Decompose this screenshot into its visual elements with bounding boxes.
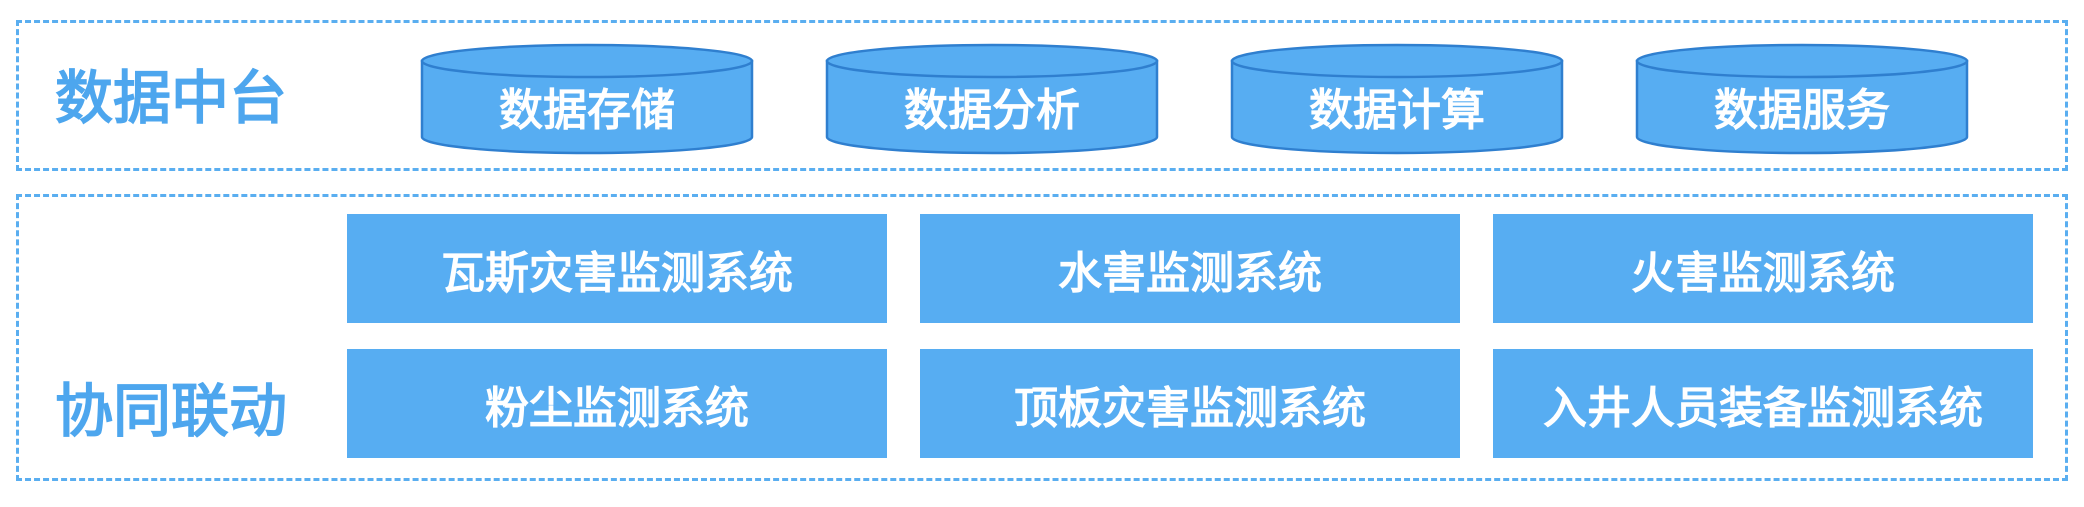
system-roof-hazard: 顶板灾害监测系统 (920, 349, 1460, 458)
data-middle-section: 数据中台 数据存储 数据分析 数据计算 数据服务 (16, 20, 2068, 171)
data-middle-title: 数据中台 (55, 64, 288, 132)
cylinder-label: 数据服务 (1714, 85, 1890, 136)
cylinder-shape (1635, 43, 1969, 155)
cylinder-shape (1230, 43, 1564, 155)
linkage-section: 协同联动 瓦斯灾害监测系统 水害监测系统 火害监测系统 粉尘监测系统 顶板灾害监… (16, 194, 2068, 481)
cylinder-data-compute: 数据计算 (1230, 43, 1564, 155)
system-personnel-equipment: 入井人员装备监测系统 (1493, 349, 2033, 458)
system-dust: 粉尘监测系统 (347, 349, 887, 458)
linkage-title: 协同联动 (55, 377, 288, 445)
cylinder-data-analysis: 数据分析 (825, 43, 1159, 155)
system-water-hazard: 水害监测系统 (920, 214, 1460, 323)
system-gas-hazard: 瓦斯灾害监测系统 (347, 214, 887, 323)
cylinder-label: 数据存储 (499, 85, 675, 136)
cylinder-data-service: 数据服务 (1635, 43, 1969, 155)
cylinder-shape (420, 43, 754, 155)
cylinder-label: 数据计算 (1309, 85, 1485, 136)
cylinder-data-storage: 数据存储 (420, 43, 754, 155)
system-fire-hazard: 火害监测系统 (1493, 214, 2033, 323)
cylinder-label: 数据分析 (904, 85, 1080, 136)
cylinder-shape (825, 43, 1159, 155)
